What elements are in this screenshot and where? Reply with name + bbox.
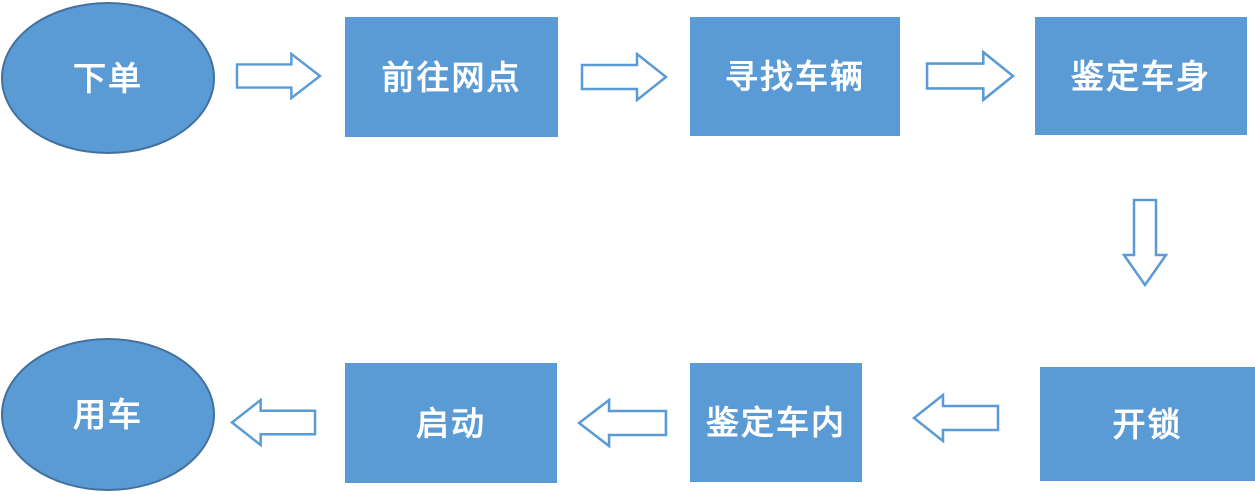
node-unlock: 开锁: [1040, 367, 1255, 481]
arrow-right-icon: [580, 52, 668, 102]
node-find-vehicle: 寻找车辆: [690, 17, 900, 136]
node-unlock-label: 开锁: [1112, 405, 1183, 443]
node-inspect-body-label: 鉴定车身: [1071, 57, 1211, 95]
node-inspect-interior: 鉴定车内: [690, 363, 862, 482]
arrow-left-icon: [577, 398, 668, 448]
node-go-to-station-label: 前往网点: [381, 58, 522, 96]
node-start-label: 启动: [416, 404, 486, 442]
node-order-label: 下单: [73, 59, 143, 97]
node-go-to-station: 前往网点: [345, 17, 558, 137]
node-inspect-interior-label: 鉴定车内: [706, 404, 846, 441]
arrow-left-icon: [230, 398, 317, 447]
node-use-car-label: 用车: [73, 396, 143, 433]
arrow-right-icon: [235, 52, 322, 100]
node-inspect-body: 鉴定车身: [1035, 17, 1247, 135]
node-start: 启动: [345, 363, 557, 483]
node-find-vehicle-label: 寻找车辆: [725, 58, 865, 95]
arrow-right-icon: [925, 50, 1015, 102]
node-order: 下单: [1, 2, 215, 154]
arrow-down-icon: [1122, 198, 1168, 287]
node-use-car: 用车: [1, 338, 215, 491]
arrow-left-icon: [912, 393, 1000, 443]
